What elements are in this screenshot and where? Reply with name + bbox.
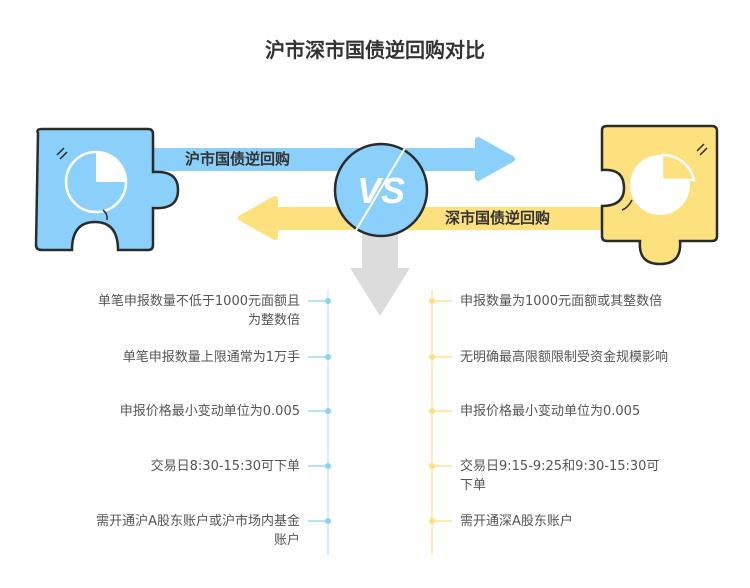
right-label: 深市国债逆回购 — [445, 209, 551, 227]
right-item: 无明确最高限额限制受资金规模影响 — [460, 350, 669, 365]
right-timeline-dot — [429, 298, 435, 304]
left-timeline-dot — [325, 408, 331, 414]
left-item: 单笔申报数量不低于1000元面额且为整数倍 — [97, 294, 300, 328]
right-item: 申报价格最小变动单位为0.005 — [460, 404, 641, 419]
left-timeline-dot — [325, 463, 331, 469]
left-timeline-dot — [325, 354, 331, 360]
left-timeline-dot — [325, 518, 331, 524]
left-puzzle-icon — [34, 127, 180, 252]
down-arrow — [350, 225, 410, 316]
right-item: 申报数量为1000元面额或其整数倍 — [460, 294, 663, 309]
right-puzzle-icon — [600, 124, 719, 266]
right-timeline-dot — [429, 354, 435, 360]
left-item: 申报价格最小变动单位为0.005 — [119, 404, 300, 419]
left-item: 需开通沪A股东账户或沪市场内基金账户 — [96, 514, 300, 548]
vs-badge: VS — [333, 142, 429, 238]
left-timeline-dot — [325, 298, 331, 304]
right-timeline-dot — [429, 408, 435, 414]
left-item: 交易日8:30-15:30可下单 — [150, 459, 300, 474]
right-timeline-dot — [429, 518, 435, 524]
right-item: 需开通深A股东账户 — [460, 514, 573, 529]
vs-text: VS — [357, 170, 405, 211]
right-timeline-dot — [429, 463, 435, 469]
right-item: 交易日9:15-9:25和9:30-15:30可下单 — [460, 459, 660, 493]
page-title: 沪市深市国债逆回购对比 — [265, 38, 485, 62]
left-label: 沪市国债逆回购 — [185, 150, 291, 168]
left-item: 单笔申报数量上限通常为1万手 — [122, 350, 300, 365]
